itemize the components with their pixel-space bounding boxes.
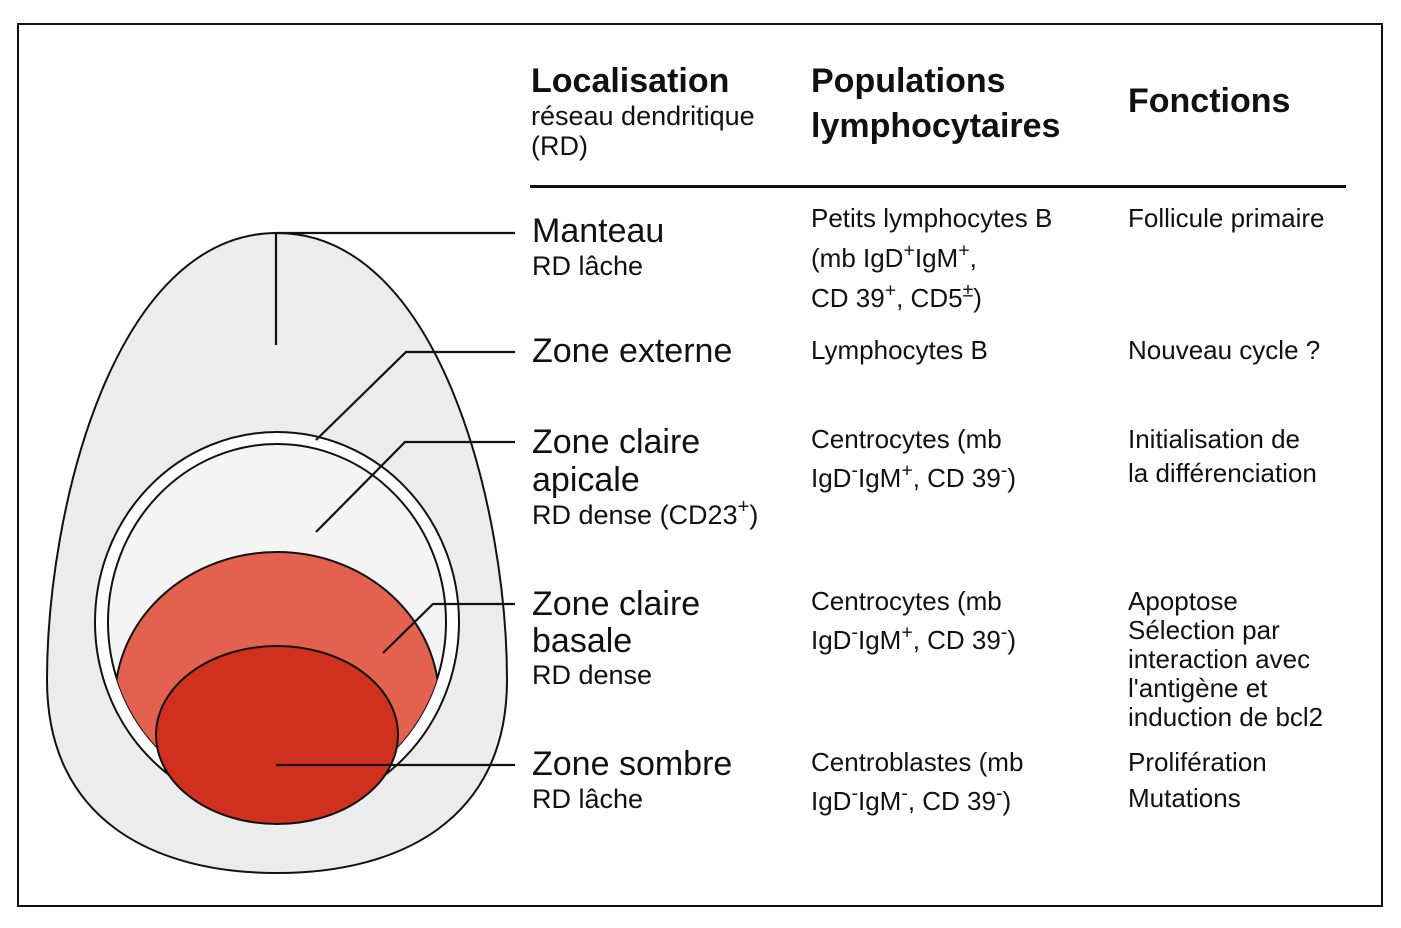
fonction-basale-line5: induction de bcl2 (1128, 702, 1324, 732)
pop-apicale-line1: Centrocytes (mb (811, 424, 1002, 454)
zone-sombre-sub: RD lâche (532, 784, 644, 814)
pop-apicale-line2: IgD-IgM+, CD 39-) (811, 459, 1017, 493)
fonction-basale-line4: l'antigène et (1128, 673, 1268, 703)
pop-basale-line2: IgD-IgM+, CD 39-) (811, 621, 1017, 655)
leader-line-manteau (274, 231, 515, 345)
header-fonctions: Fonctions (1128, 82, 1291, 120)
header-populations-line1: Populations (811, 62, 1006, 100)
pop-sombre-line1: Centroblastes (mb (811, 747, 1024, 777)
header-localisation: Localisation (531, 62, 730, 100)
leader-line-externe (315, 350, 515, 441)
zone-apicale-sub: RD dense (CD23+) (532, 495, 759, 530)
leader-line-basale (382, 602, 515, 654)
fonction-basale-line1: Apoptose (1128, 586, 1238, 616)
zone-basale-sub: RD dense (532, 660, 653, 690)
zone-basale-label1: Zone claire (532, 585, 701, 623)
fonction-sombre-line1: Prolifération (1128, 747, 1267, 777)
fonction-basale-line2: Sélection par (1128, 615, 1280, 645)
fonction-externe: Nouveau cycle ? (1128, 335, 1321, 365)
leader-line-apicale (315, 440, 515, 533)
fonction-sombre-line2: Mutations (1128, 783, 1241, 813)
fonction-apicale-line1: Initialisation de (1128, 424, 1300, 454)
zone-basale-label2: basale (532, 622, 633, 660)
fonction-basale-line3: interaction avec (1128, 644, 1311, 674)
zone-manteau-sub: RD lâche (532, 251, 644, 281)
pop-basale-line1: Centrocytes (mb (811, 586, 1002, 616)
pop-manteau-line1: Petits lymphocytes B (811, 203, 1053, 233)
zone-externe-label: Zone externe (532, 332, 733, 370)
dark-zone-shape (155, 645, 399, 825)
header-populations-line2: lymphocytaires (811, 107, 1061, 145)
header-rule (530, 185, 1346, 188)
zone-manteau-label: Manteau (532, 212, 665, 250)
header-localisation-sub2: (RD) (531, 131, 588, 161)
figure-frame (17, 23, 1383, 907)
zone-sombre-label: Zone sombre (532, 745, 733, 783)
pop-manteau-line3: CD 39+, CD5±) (811, 279, 982, 313)
zone-apicale-label2: apicale (532, 461, 640, 499)
pop-externe: Lymphocytes B (811, 335, 988, 365)
fonction-manteau: Follicule primaire (1128, 203, 1325, 233)
zone-apicale-label1: Zone claire (532, 423, 701, 461)
pop-sombre-line2: IgD-IgM-, CD 39-) (811, 782, 1012, 816)
fonction-apicale-line2: la différenciation (1128, 458, 1317, 488)
pop-manteau-line2: (mb IgD+IgM+, (811, 239, 977, 273)
header-localisation-sub1: réseau dendritique (531, 101, 755, 131)
